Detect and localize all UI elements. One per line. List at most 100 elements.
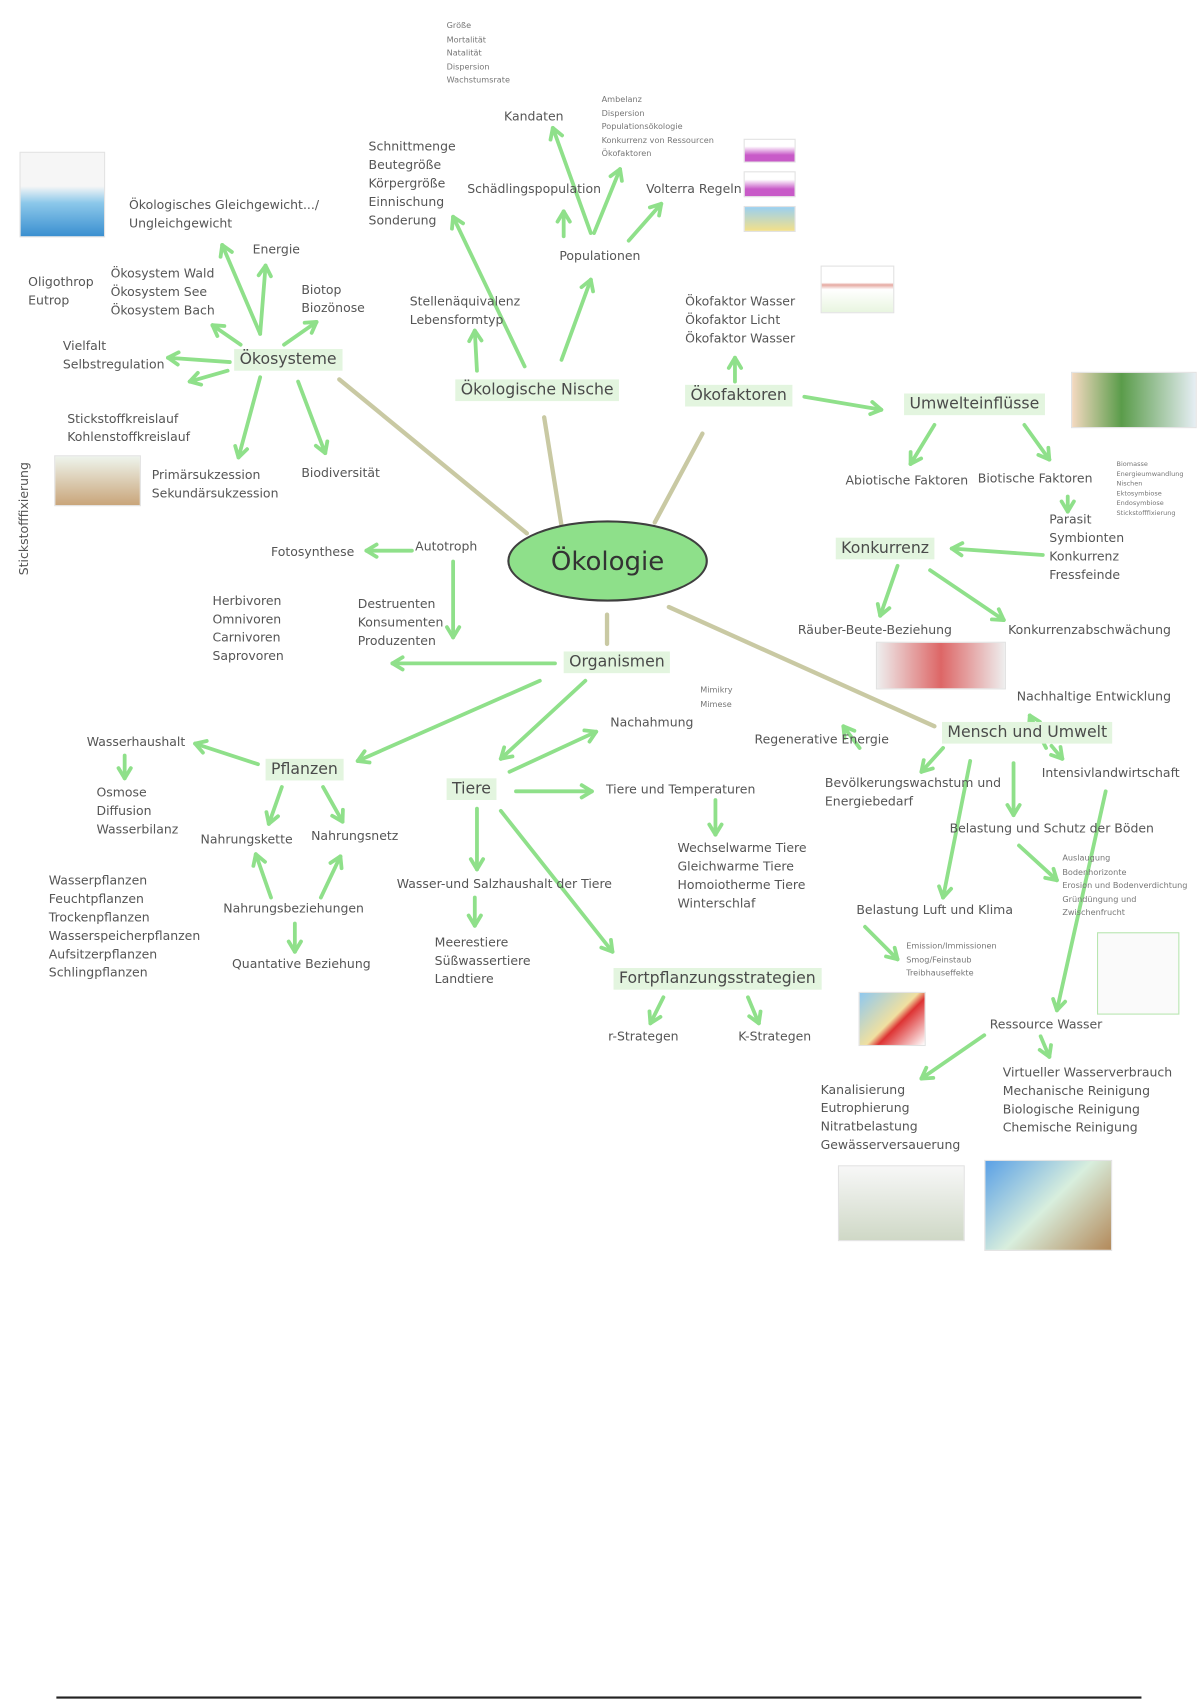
arrowhead xyxy=(193,741,205,755)
quantative-beziehung: Quantative Beziehung xyxy=(231,956,371,972)
arrowhead xyxy=(187,379,204,387)
main-branch-connector xyxy=(652,431,705,525)
central-node-label: Ökologie xyxy=(550,545,665,577)
stickstofffixierung-vertical: Stickstofffixierung xyxy=(15,462,32,576)
arrow-connector xyxy=(592,167,622,235)
arrow-connector xyxy=(802,394,884,412)
oekosystem-list: Ökosystem Wald Ökosystem See Ökosystem B… xyxy=(110,265,215,318)
arrow-connector xyxy=(166,355,232,364)
raeuber-beute-image xyxy=(875,641,1006,690)
wasserverbrauch-list: Virtueller Wasserverbrauch Mechanische R… xyxy=(1002,1064,1173,1135)
arrowhead xyxy=(579,277,593,290)
arrowhead xyxy=(713,822,724,837)
node-fortpflanzung[interactable]: Fortpflanzungsstrategien xyxy=(613,968,822,990)
arrow-connector xyxy=(318,854,343,900)
arrowhead xyxy=(1047,1043,1053,1059)
arrowhead xyxy=(256,263,268,278)
klaeranlage-image xyxy=(837,1165,965,1242)
arrowhead xyxy=(323,439,330,456)
arrowhead xyxy=(870,400,884,412)
node-konkurrenz[interactable]: Konkurrenz xyxy=(835,537,935,560)
ernaehrung-list: Herbivoren Omnivoren Carnivoren Saprovor… xyxy=(212,592,284,664)
node-umwelteinfluesse[interactable]: Umwelteinflüsse xyxy=(904,393,1045,416)
population-graph-image xyxy=(743,171,796,198)
population-list: Ambelanz Dispersion Populationsökologie … xyxy=(601,94,714,159)
arrow-connector xyxy=(941,759,973,900)
arrow-connector xyxy=(472,328,479,373)
arrowhead xyxy=(450,214,456,231)
central-node[interactable]: Ökologie xyxy=(507,520,708,602)
arrow-connector xyxy=(919,1033,987,1081)
arrowhead xyxy=(949,546,964,558)
energie: Energie xyxy=(252,241,300,257)
arrow-connector xyxy=(266,785,284,826)
main-branch-connector xyxy=(337,377,529,536)
arrowhead xyxy=(166,355,180,367)
kreislauf-list: Stickstoffkreislauf Kohlenstoffkreislauf xyxy=(67,410,191,445)
main-branch-connector xyxy=(541,415,564,528)
boden-table-image xyxy=(1097,932,1180,1015)
autotroph: Autotroph xyxy=(415,538,478,554)
arrow-connector xyxy=(258,263,268,336)
arrow-connector xyxy=(919,746,945,774)
arrowhead xyxy=(1065,499,1076,514)
nachahmung: Nachahmung xyxy=(610,714,694,730)
arrowhead xyxy=(1046,445,1052,462)
oekofaktor-image xyxy=(820,265,895,314)
osmose-list: Osmose Diffusion Wasserbilanz xyxy=(96,784,179,837)
gleichgewicht: Ökologisches Gleichgewicht.../ Ungleichg… xyxy=(128,197,320,231)
node-pflanzen[interactable]: Pflanzen xyxy=(265,758,344,781)
arrow-connector xyxy=(648,995,666,1026)
tiere-list: Meerestiere Süßwassertiere Landtiere xyxy=(434,934,531,987)
arrowhead xyxy=(841,724,847,741)
arrow-connector xyxy=(498,808,615,954)
umwelt-image xyxy=(1070,371,1197,429)
nachhaltige-entwicklung: Nachhaltige Entwicklung xyxy=(1016,688,1171,704)
arrow-connector xyxy=(928,568,1006,622)
arrowhead xyxy=(122,766,133,781)
arrowhead xyxy=(467,328,477,344)
nahrungsnetz: Nahrungsnetz xyxy=(311,828,399,844)
arrow-connector xyxy=(746,995,761,1026)
arrowhead xyxy=(218,243,225,259)
arrowhead xyxy=(1055,999,1068,1013)
arrow-connector xyxy=(296,379,328,456)
node-oekosysteme[interactable]: Ökosysteme xyxy=(234,349,343,371)
arrowhead xyxy=(647,201,664,210)
node-mensch-umwelt[interactable]: Mensch und Umwelt xyxy=(941,721,1113,744)
population-graph-image xyxy=(743,205,796,232)
arrowhead xyxy=(251,852,258,868)
arrow-connector xyxy=(193,741,260,767)
arrow-connector xyxy=(507,729,599,774)
node-tiere[interactable]: Tiere xyxy=(446,778,497,800)
arrow-connector xyxy=(220,243,263,336)
node-nische[interactable]: Ökologische Nische xyxy=(455,379,620,402)
arrow-connector xyxy=(878,563,900,618)
sukzession-list: Primärsukzession Sekundärsukzession xyxy=(151,467,279,501)
arrowhead xyxy=(756,1009,763,1026)
arrow-connector xyxy=(908,423,937,466)
abiotische-faktoren: Abiotische Faktoren xyxy=(845,472,969,488)
arrowhead xyxy=(210,323,220,338)
biotop-list: Biotop Biozönose xyxy=(301,281,365,316)
arrowhead xyxy=(908,456,924,466)
arrowhead xyxy=(548,126,555,142)
ressource-wasser: Ressource Wasser xyxy=(989,1016,1103,1032)
arrowhead xyxy=(919,766,935,774)
node-oekofaktoren[interactable]: Ökofaktoren xyxy=(685,384,793,407)
r-strategen: r-Strategen xyxy=(608,1028,679,1044)
volterra-regeln: Volterra Regeln xyxy=(646,181,742,197)
arrowhead xyxy=(919,1075,936,1081)
arrow-connector xyxy=(559,277,593,362)
arrowhead xyxy=(1011,803,1022,818)
node-organismen[interactable]: Organismen xyxy=(563,651,671,674)
arrow-connector xyxy=(210,323,243,347)
vielfalt-list: Vielfalt Selbstregulation xyxy=(62,338,165,372)
kandaten: Kandaten xyxy=(504,108,564,124)
schnittmenge-list: Schnittmenge Beutegröße Körpergröße Einn… xyxy=(368,138,456,228)
arrow-connector xyxy=(1038,1034,1052,1059)
arrowhead xyxy=(236,447,249,460)
arrow-connector xyxy=(949,546,1045,557)
arrowhead xyxy=(302,320,319,325)
